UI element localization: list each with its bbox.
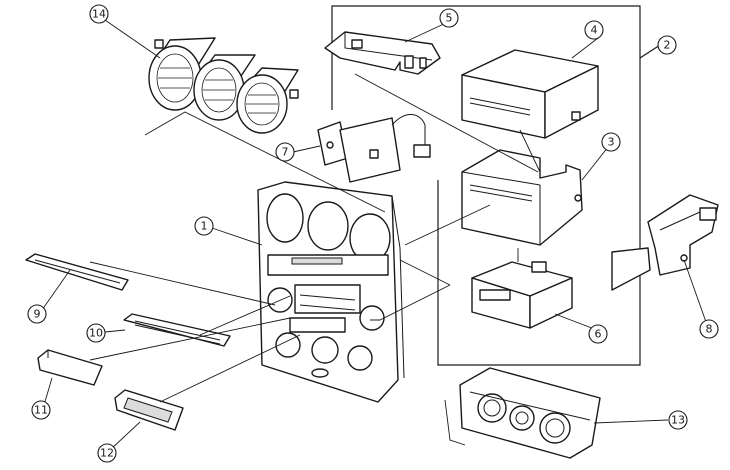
part-unit-box [461, 49, 599, 139]
callout-label: 6 [595, 328, 602, 341]
part-side-bracket [611, 194, 719, 291]
part-button-piece [37, 349, 103, 386]
callout-1: 1 [194, 216, 214, 236]
callout-14: 14 [89, 4, 109, 24]
callout-label: 13 [671, 414, 685, 427]
callout-label: 5 [446, 12, 453, 25]
part-bracket-top [324, 31, 441, 75]
callout-2: 2 [657, 35, 677, 55]
callout-label: 8 [706, 323, 713, 336]
callout-label: 11 [34, 404, 48, 417]
callout-label: 7 [282, 146, 289, 159]
callout-label: 9 [34, 308, 41, 321]
callout-3: 3 [601, 132, 621, 152]
callout-label: 12 [100, 447, 114, 460]
callout-13: 13 [668, 410, 688, 430]
callout-label: 3 [608, 136, 615, 149]
callout-label: 1 [201, 220, 208, 233]
part-module [471, 261, 573, 329]
callout-8: 8 [699, 319, 719, 339]
callout-label: 2 [664, 39, 671, 52]
part-center-panel [257, 181, 405, 403]
callout-12: 12 [97, 443, 117, 463]
part-button-window [114, 389, 184, 431]
callout-10: 10 [86, 323, 106, 343]
part-air-vents [148, 37, 299, 134]
callout-label: 14 [92, 8, 106, 21]
callout-5: 5 [439, 8, 459, 28]
assembly-frame [331, 5, 661, 366]
callout-label: 4 [591, 24, 598, 37]
part-trim-strip-long [25, 253, 129, 291]
assembly-lines [89, 73, 541, 446]
callout-11: 11 [31, 400, 51, 420]
callout-6: 6 [588, 324, 608, 344]
part-climate-control [459, 367, 601, 459]
callout-7: 7 [275, 142, 295, 162]
callout-9: 9 [27, 304, 47, 324]
part-bezel-strip [123, 313, 231, 347]
part-housing [461, 149, 583, 246]
callout-label: 10 [89, 327, 103, 340]
part-wired-bracket [317, 114, 431, 183]
callout-4: 4 [584, 20, 604, 40]
callout-leaders [41, 19, 707, 451]
